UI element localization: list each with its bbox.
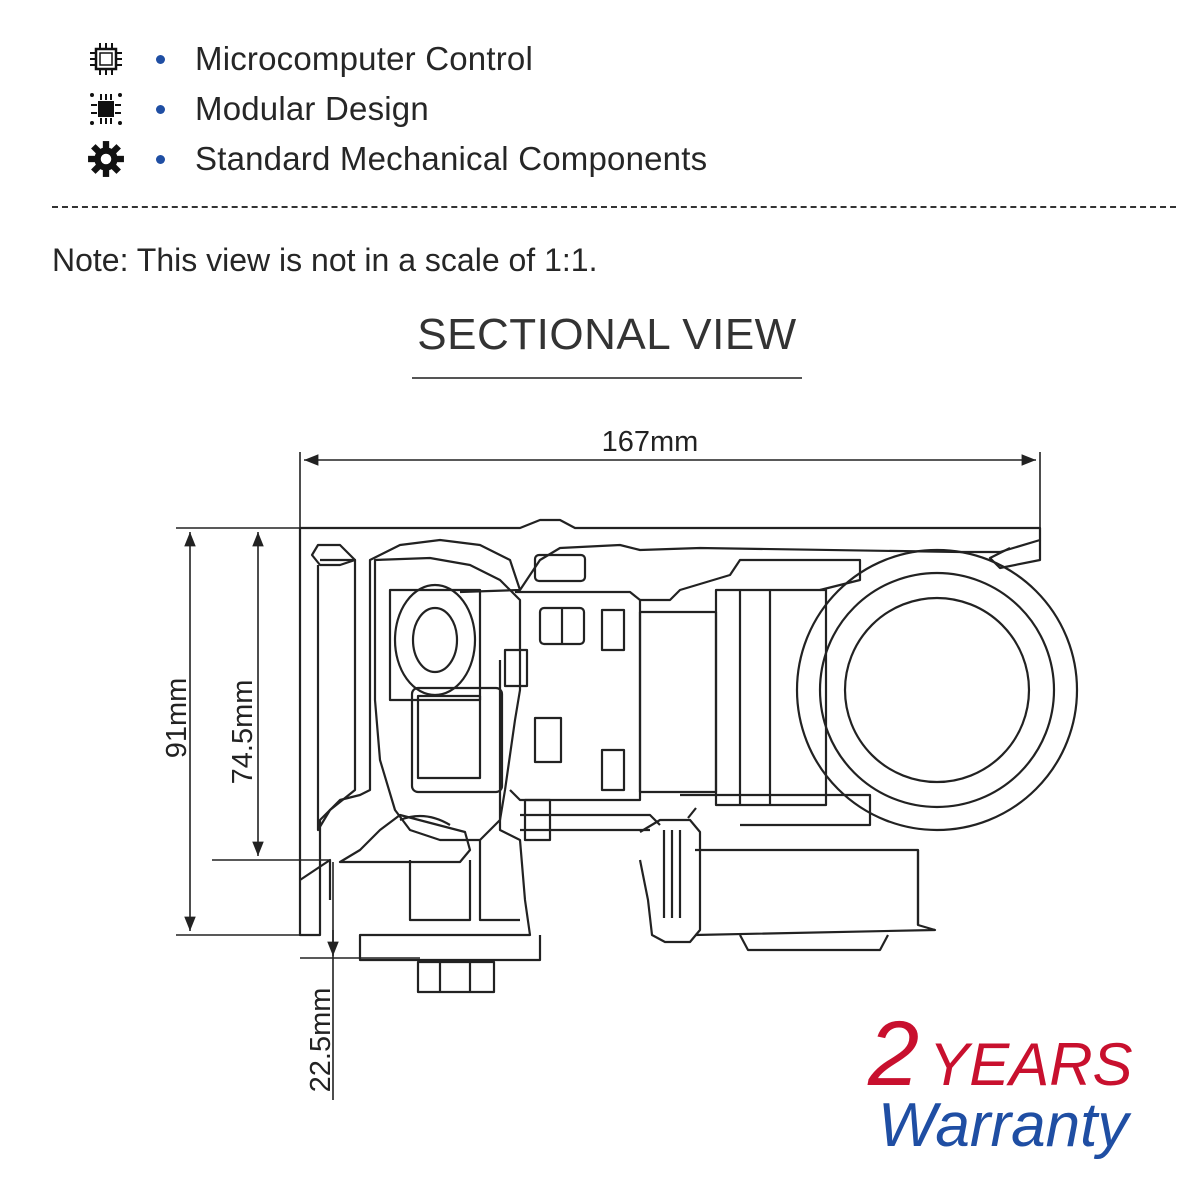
track-profile [298, 518, 1042, 994]
circuit-module-icon [86, 89, 126, 129]
mounting-hardware [503, 553, 661, 842]
feature-list: Microcomputer Control Modular Design [86, 34, 986, 184]
feature-label: Microcomputer Control [195, 40, 533, 77]
title-underline [412, 377, 802, 379]
microchip-icon [86, 39, 126, 79]
spring-clip [638, 807, 702, 944]
width-label: 167mm [602, 426, 699, 458]
bullet-dot [156, 104, 165, 114]
feature-label: Standard Mechanical Components [195, 140, 708, 177]
bottom-offset-label: 22.5mm [305, 988, 337, 1093]
inner-height-label: 74.5mm [227, 680, 259, 785]
motor-assembly [638, 548, 1079, 952]
dashed-divider [52, 206, 1176, 208]
warranty-unit: YEARS [929, 1031, 1133, 1098]
inner-height-dimension [212, 532, 330, 861]
feature-item-microcomputer: Microcomputer Control [86, 34, 986, 84]
total-height-dimension [176, 527, 302, 936]
gear-icon [86, 139, 126, 179]
section-title: SECTIONAL VIEW [417, 310, 797, 359]
scale-note: Note: This view is not in a scale of 1:1… [52, 242, 598, 278]
total-height-label: 91mm [161, 678, 193, 759]
bullet-dot [156, 154, 165, 164]
warranty-label: Warranty [878, 1091, 1129, 1160]
feature-label: Modular Design [195, 90, 429, 127]
feature-item-modular: Modular Design [86, 84, 986, 134]
warranty-number: 2 [868, 1003, 920, 1105]
feature-item-mechanical: Standard Mechanical Components [86, 134, 986, 184]
bullet-dot [156, 54, 165, 64]
